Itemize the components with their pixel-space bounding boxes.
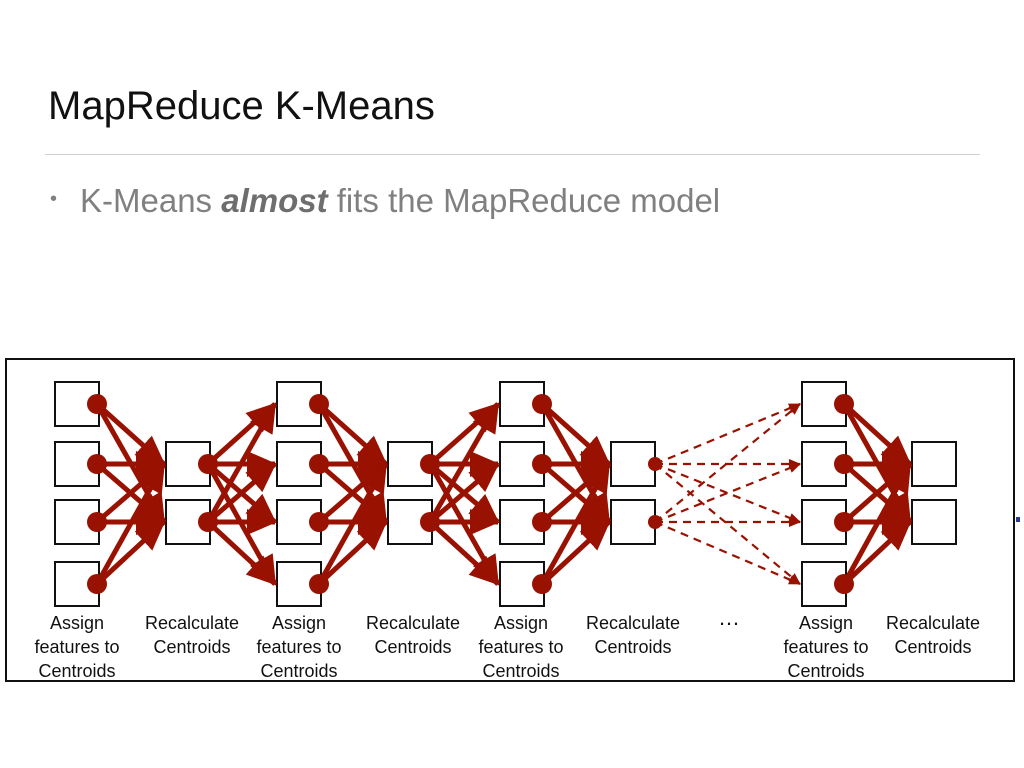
map-task-box	[499, 441, 545, 487]
map-output-dot	[87, 394, 107, 414]
map-to-reduce-arrow	[94, 462, 167, 586]
stage-label: Recalculate Centroids	[885, 613, 981, 657]
map-output-dot	[532, 394, 552, 414]
stage-label: Recalculate Centroids	[144, 613, 240, 657]
map-output-dot	[532, 454, 552, 474]
reduce-task-box	[911, 499, 957, 545]
map-output-dot	[87, 512, 107, 532]
map-output-dot	[834, 454, 854, 474]
map-to-reduce-arrow	[95, 520, 166, 586]
map-to-reduce-arrow	[841, 462, 913, 586]
map-output-dot	[309, 512, 329, 532]
reduce-to-map-arrow	[206, 462, 277, 524]
reduce-output-dot	[420, 512, 440, 532]
map-output-dot	[834, 394, 854, 414]
reduce-to-map-arrow	[428, 462, 500, 524]
continuation-dashed-arrow	[654, 403, 801, 523]
reduce-output-dot	[198, 454, 218, 474]
map-output-dot	[834, 512, 854, 532]
reduce-to-map-arrow	[428, 402, 500, 466]
stage-label: Recalculate Centroids	[585, 613, 681, 657]
map-to-reduce-arrow	[539, 462, 612, 586]
bullet-text-before: K-Means	[80, 182, 222, 219]
map-output-dot	[532, 512, 552, 532]
ellipsis-label: …	[718, 605, 740, 630]
map-output-dot	[309, 454, 329, 474]
map-to-reduce-arrow	[842, 520, 912, 586]
bullet-text-emphasis: almost	[221, 182, 328, 219]
reduce-to-map-arrow	[427, 402, 501, 524]
reduce-output-dot	[420, 454, 440, 474]
map-to-reduce-arrow	[540, 402, 611, 466]
map-output-dot	[309, 394, 329, 414]
continuation-dashed-arrow	[654, 462, 801, 524]
diagram-frame	[5, 358, 1015, 682]
stage-label: Recalculate Centroids	[365, 613, 461, 657]
reduce-output-dot	[648, 515, 662, 529]
map-to-reduce-arrow	[317, 402, 388, 466]
continuation-dashed-arrow	[654, 520, 801, 586]
reduce-output-dot	[198, 512, 218, 532]
slide-title: MapReduce K-Means	[48, 84, 435, 128]
map-task-box	[276, 381, 322, 427]
reduce-to-map-arrow	[206, 402, 277, 466]
map-output-dot	[532, 574, 552, 594]
map-to-reduce-arrow	[842, 402, 912, 466]
reduce-task-box	[911, 441, 957, 487]
bullet-item: • K-Means almost fits the MapReduce model	[50, 182, 720, 220]
map-to-reduce-arrow	[95, 402, 166, 466]
reduce-output-dot	[648, 457, 662, 471]
reduce-to-map-arrow	[206, 520, 277, 586]
continuation-dashed-arrow	[654, 463, 801, 585]
stage-label: Assign features to Centroids	[34, 613, 120, 681]
map-output-dot	[309, 574, 329, 594]
reduce-to-map-arrow	[205, 402, 278, 524]
map-to-reduce-arrow	[316, 462, 389, 586]
bullet-marker: •	[50, 187, 58, 210]
continuation-dashed-arrow	[654, 462, 801, 524]
reduce-to-map-arrow	[428, 520, 500, 586]
map-to-reduce-arrow	[540, 520, 611, 586]
bullet-text-after: fits the MapReduce model	[327, 182, 721, 219]
title-divider	[45, 154, 980, 155]
map-output-dot	[834, 574, 854, 594]
continuation-dashed-arrow	[654, 402, 801, 466]
stage-label: Assign features to Centroids	[478, 613, 564, 681]
stage-label: Assign features to Centroids	[783, 613, 869, 681]
map-output-dot	[87, 574, 107, 594]
stage-label: Assign features to Centroids	[256, 613, 342, 681]
map-to-reduce-arrow	[317, 520, 388, 586]
map-output-dot	[87, 454, 107, 474]
edge-mark	[1016, 517, 1020, 522]
